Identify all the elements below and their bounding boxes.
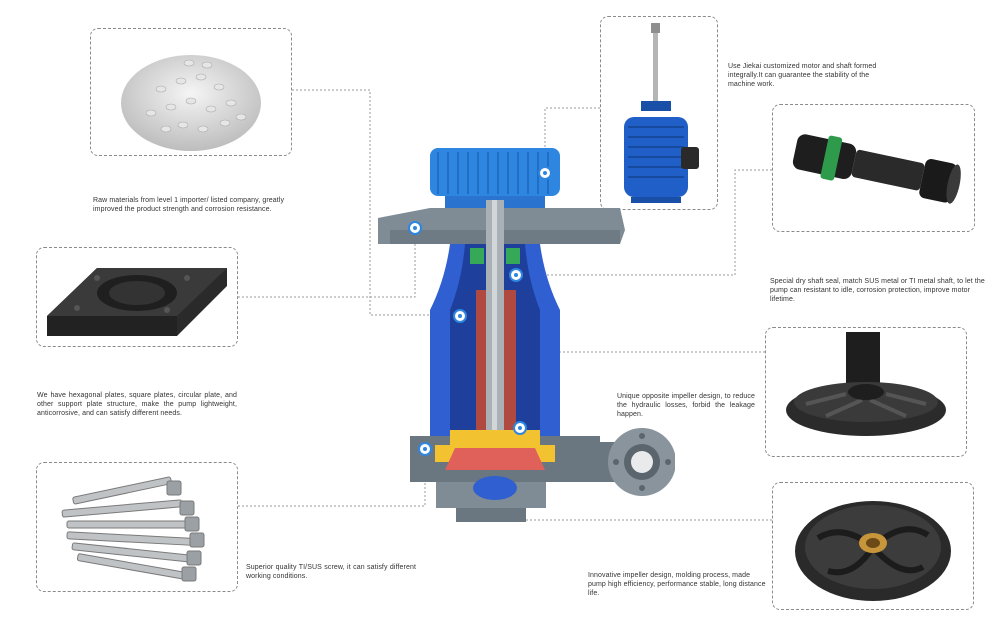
pellets-image (121, 55, 261, 151)
shaft-seal-image (792, 134, 961, 204)
plates-caption: We have hexagonal plates, square plates,… (37, 392, 237, 417)
impeller-red (445, 448, 545, 470)
motor-caption: Use Jiekai customized motor and shaft fo… (728, 63, 877, 88)
innovative-impeller-image (795, 501, 951, 601)
support-plate-image (47, 268, 227, 336)
opposite-impeller-image (786, 332, 946, 436)
raw-materials-frame (90, 28, 292, 156)
motor-image (624, 23, 699, 203)
opposite-impeller-caption: Unique opposite impeller design, to redu… (617, 393, 755, 418)
innovative-impeller-frame (772, 482, 974, 610)
support-plate-frame (36, 247, 238, 347)
screws-caption: Superior quality TI/SUS screw, it can sa… (246, 564, 416, 580)
screws-frame (36, 462, 238, 592)
opposite-impeller-frame (765, 327, 967, 457)
raw-materials-caption: Raw materials from level 1 importer/ lis… (93, 197, 285, 213)
shaft-seal-caption: Special dry shaft seal, match SUS metal … (770, 278, 985, 303)
motor-frame (600, 16, 718, 210)
screws-image (61, 476, 205, 582)
pump-cutaway-diagram (378, 148, 675, 522)
shaft-seal-frame (772, 104, 975, 232)
innovative-impeller-caption: Innovative impeller design, molding proc… (588, 572, 766, 597)
